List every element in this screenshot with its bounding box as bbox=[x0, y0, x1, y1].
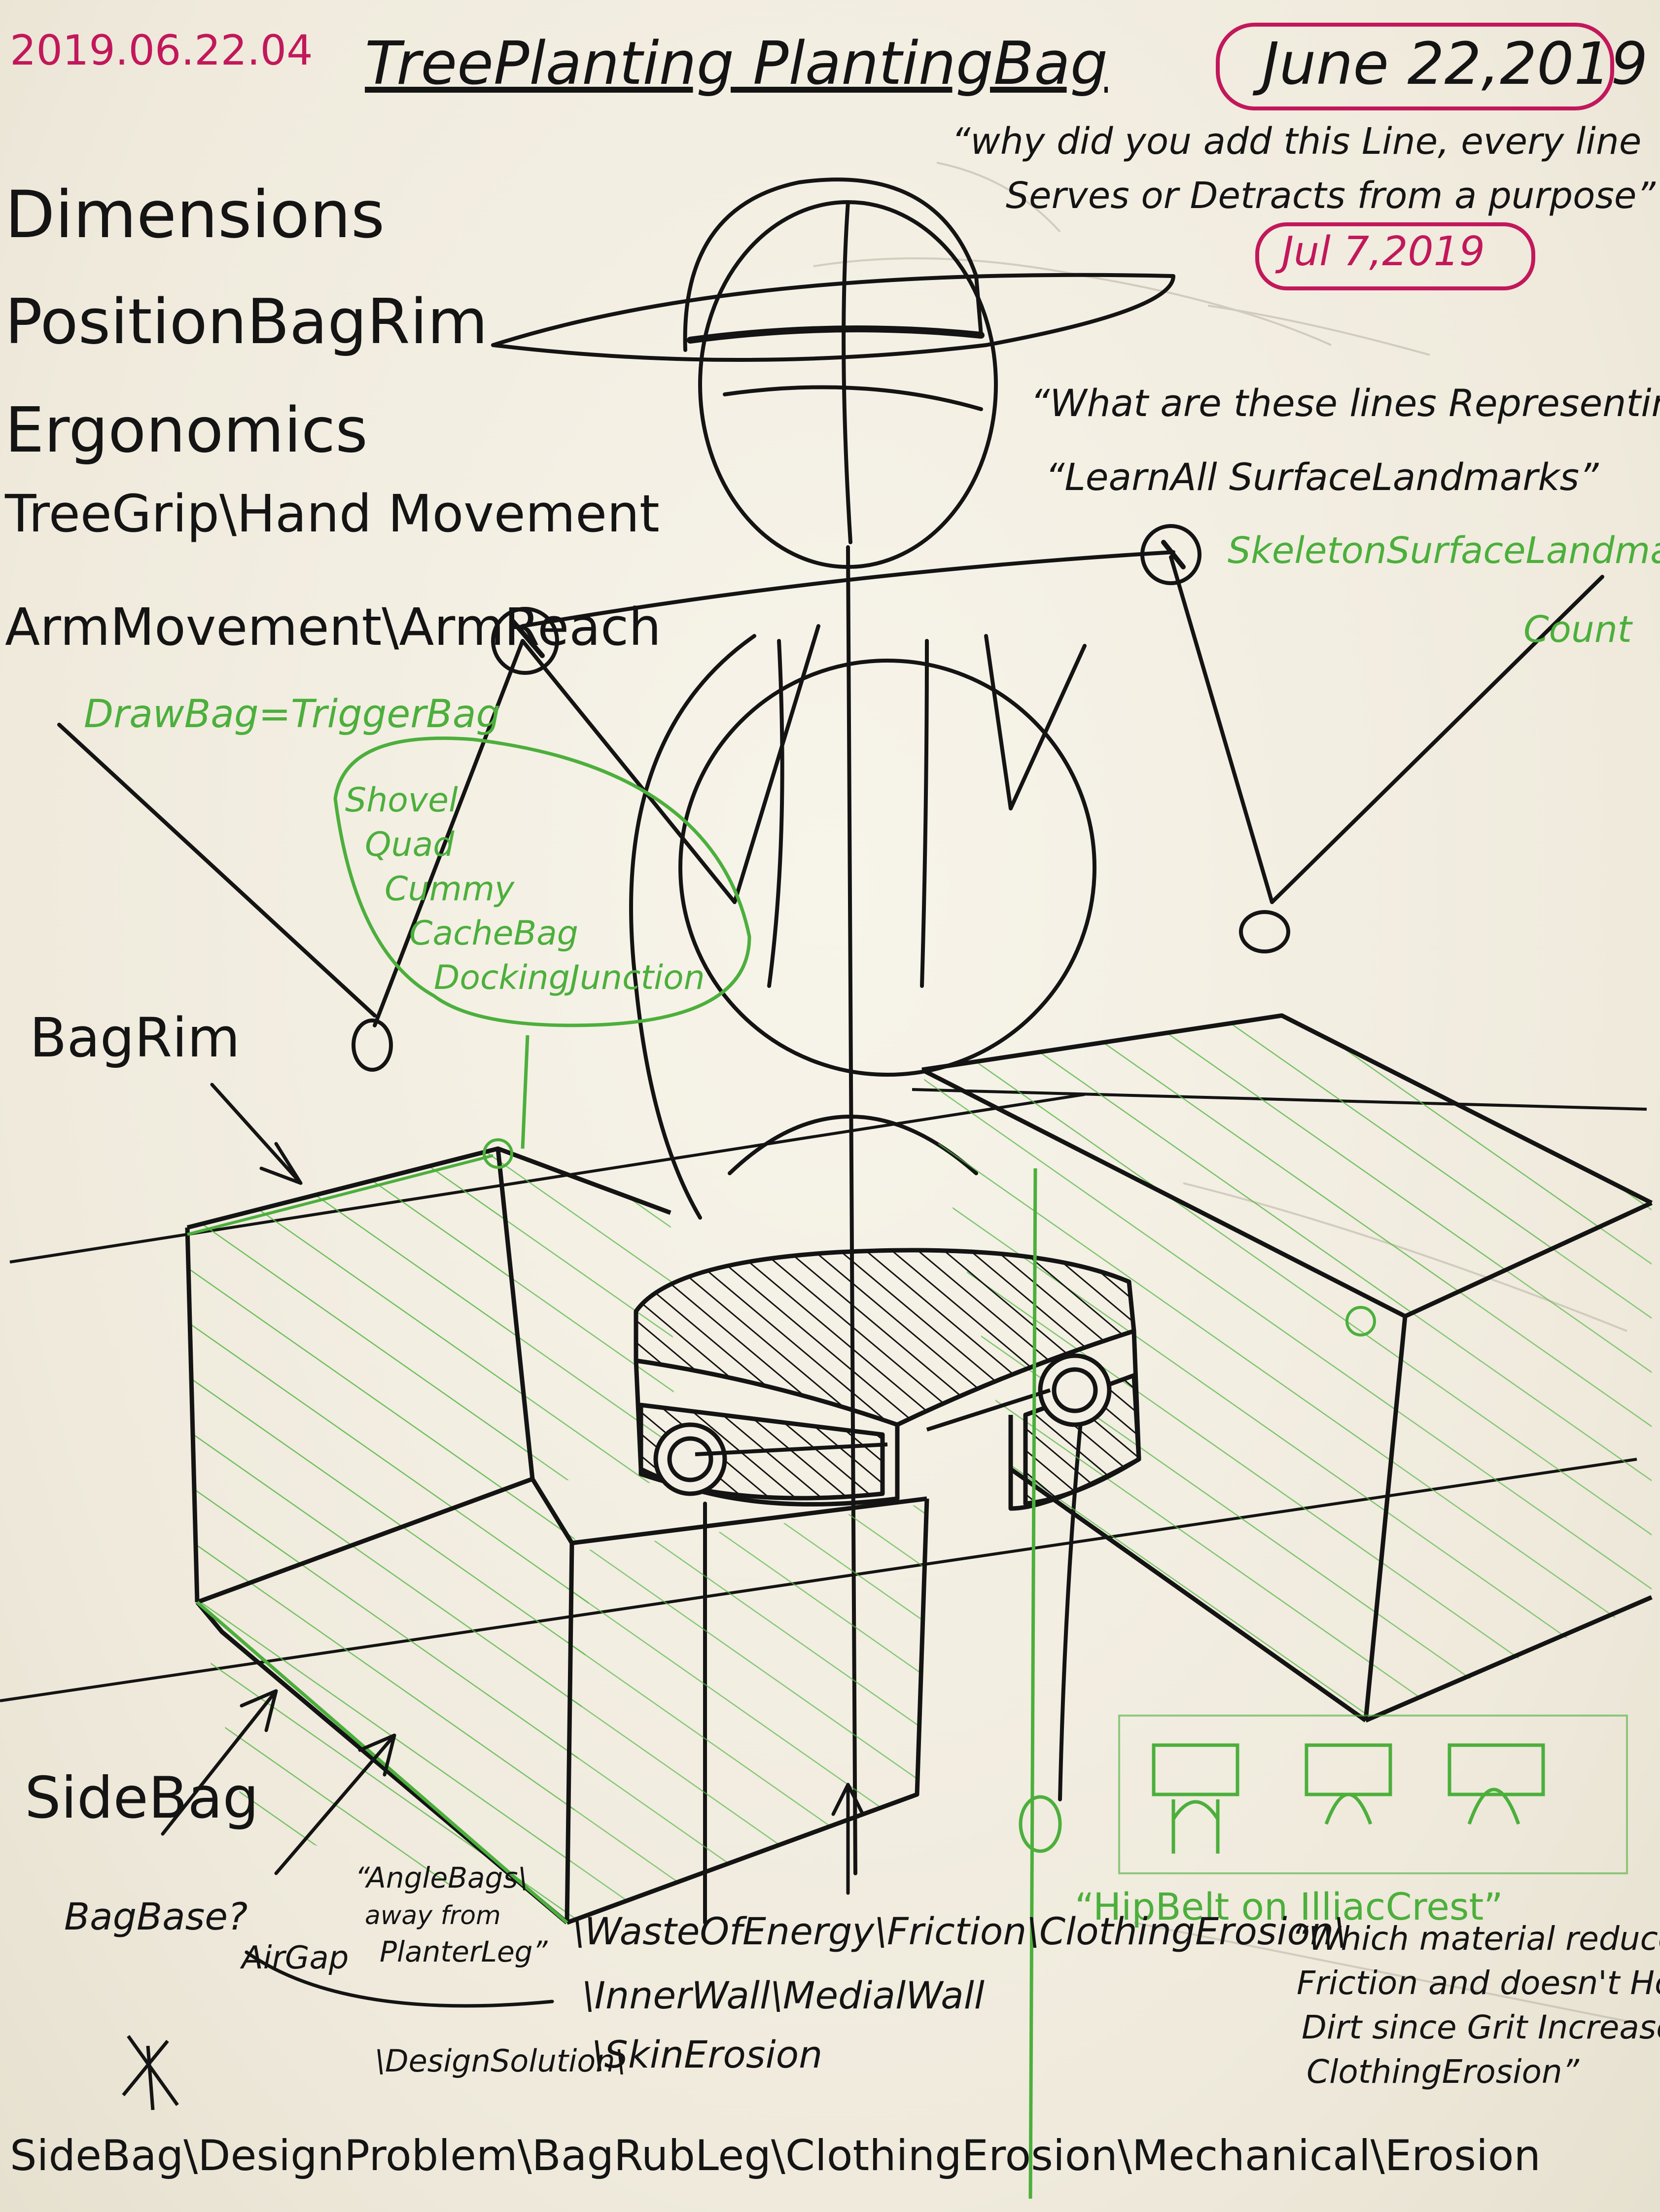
leg-arrow bbox=[831, 1783, 865, 1895]
bag-rim-label: BagRim bbox=[30, 1006, 240, 1069]
material-question-line-1: “Which material reduces bbox=[1292, 1920, 1660, 1958]
skeleton-count-note: Count bbox=[1523, 608, 1632, 651]
hip-belt-diagram-3 bbox=[1448, 1743, 1545, 1825]
skeleton-landmark-note: SkeletonSurfaceLandmark bbox=[1228, 529, 1660, 572]
left-arm-reach bbox=[57, 723, 377, 1018]
bubble-item-quad: Quad bbox=[365, 825, 455, 864]
right-shoulder-joint bbox=[1140, 524, 1201, 585]
hip-belt bbox=[634, 1248, 1141, 1511]
hat-brim bbox=[491, 273, 1175, 362]
bubble-item-cummy: Cummy bbox=[385, 870, 515, 909]
hip-belt-note: “HipBelt on IlliacCrest” bbox=[1075, 1885, 1503, 1929]
shoulder-line bbox=[521, 550, 1175, 628]
topic-dimensions: Dimensions bbox=[5, 177, 385, 253]
date-stamp-2: Jul 7,2019 bbox=[1282, 228, 1485, 275]
bubble-item-docking-junction: DockingJunction bbox=[434, 958, 705, 997]
material-question-line-2: Friction and doesn't Hold bbox=[1297, 1964, 1660, 2002]
hip-belt-diagram-2 bbox=[1305, 1743, 1392, 1825]
angle-bags-line-3: PlanterLeg” bbox=[380, 1935, 548, 1968]
hip-belt-diagram-1 bbox=[1152, 1743, 1239, 1854]
skin-erosion-note: \SkinErosion bbox=[592, 2033, 823, 2076]
bubble-item-shovel: Shovel bbox=[345, 781, 458, 820]
right-hip-ring bbox=[1038, 1353, 1112, 1427]
hat-crown bbox=[683, 177, 983, 352]
left-arm bbox=[373, 624, 820, 1027]
purpose-quote-line-1: “why did you add this Line, every line bbox=[952, 120, 1642, 163]
bubble-item-cache-bag: CacheBag bbox=[409, 914, 578, 953]
side-bag-label: SideBag bbox=[25, 1765, 259, 1831]
date-code: 2019.06.22.04 bbox=[10, 26, 313, 74]
angle-bags-line-1: “AngleBags\ bbox=[355, 1861, 528, 1895]
angle-bags-line-2: away from bbox=[365, 1901, 501, 1931]
left-shoulder-joint bbox=[491, 607, 559, 675]
inner-wall-note: \InnerWall\MedialWall bbox=[582, 1973, 985, 2017]
lines-question: “What are these lines Representing?” bbox=[1030, 381, 1660, 425]
material-question-line-4: ClothingErosion” bbox=[1307, 2053, 1579, 2091]
right-hand bbox=[1239, 910, 1290, 953]
design-solution-label: \DesignSolution\ bbox=[375, 2043, 626, 2079]
bag-rim-arrow bbox=[210, 1083, 303, 1185]
head-vertical-line bbox=[842, 200, 852, 544]
left-side-bag bbox=[185, 1138, 929, 1925]
left-hand bbox=[352, 1018, 393, 1072]
air-gap-label: AirGap bbox=[242, 1940, 349, 1976]
bag-base-label: BagBase? bbox=[64, 1895, 248, 1938]
lines-answer: “LearnAll SurfaceLandmarks” bbox=[1045, 455, 1599, 499]
planter-figure bbox=[57, 177, 1604, 1925]
topic-ergonomics: Ergonomics bbox=[5, 394, 368, 466]
left-hip-ring bbox=[653, 1422, 727, 1496]
topic-position-bag-rim: PositionBagRim bbox=[5, 285, 488, 358]
green-annotations bbox=[333, 737, 1628, 2199]
torso-outline bbox=[629, 634, 756, 1220]
date-stamp: June 22,2019 bbox=[1262, 30, 1648, 98]
trigger-bag-note: DrawBag=TriggerBag bbox=[84, 692, 501, 737]
date-stamp-boxes bbox=[1216, 23, 1614, 290]
waste-energy-note: \WasteOfEnergy\Friction\ClothingErosion\ bbox=[572, 1909, 1346, 1953]
purpose-quote-line-2: Serves or Detracts from a purpose” bbox=[1006, 175, 1656, 217]
docking-bubble bbox=[333, 737, 751, 1027]
pointer-arrows bbox=[161, 1083, 865, 2008]
topic-arm-movement: ArmMovement\ArmReach bbox=[5, 597, 662, 657]
right-side-bag bbox=[920, 1013, 1653, 1723]
right-arm bbox=[1169, 555, 1604, 904]
topic-tree-grip: TreeGrip\Hand Movement bbox=[5, 484, 660, 544]
page-title: TreePlanting PlantingBag bbox=[365, 30, 1108, 98]
scribble-mark bbox=[122, 2035, 179, 2110]
side-bag-arrow-2 bbox=[274, 1733, 396, 1875]
side-bag-arrow-1 bbox=[161, 1689, 278, 1836]
material-question-line-3: Dirt since Grit Increases bbox=[1302, 2008, 1660, 2046]
bottom-problem-line: SideBag\DesignProblem\BagRubLeg\Clothing… bbox=[10, 2131, 1541, 2180]
right-elbow-line bbox=[984, 634, 1087, 810]
torso-circle bbox=[678, 659, 1096, 1077]
